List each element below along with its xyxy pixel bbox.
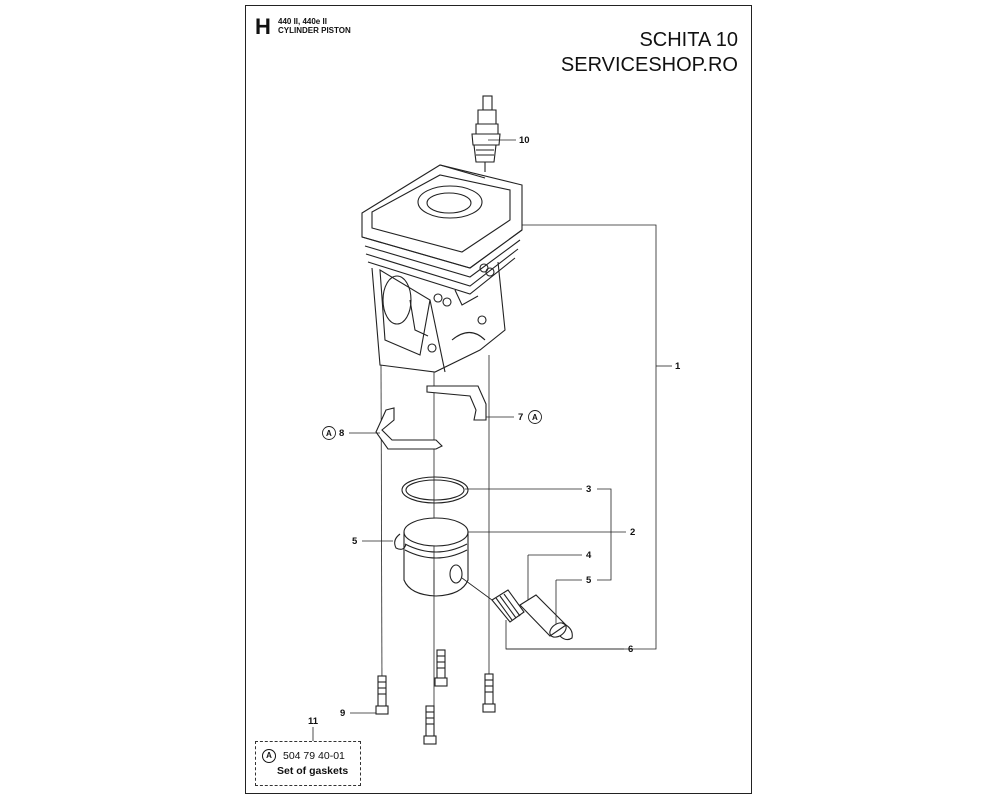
drawing-frame (245, 5, 752, 794)
kit-description: Set of gaskets (277, 765, 349, 777)
callout-10: 10 (519, 135, 530, 146)
piston-ring (401, 476, 469, 504)
section-letter: H (255, 14, 271, 39)
circlip-left (394, 533, 407, 550)
piston (403, 517, 469, 597)
callout-9: 9 (340, 708, 345, 719)
callout-1: 1 (675, 361, 681, 372)
bolt-center-upper (434, 649, 448, 687)
callout-2: 2 (630, 527, 635, 538)
callout-3: 3 (586, 484, 591, 495)
cylinder (361, 164, 523, 373)
callout-7: 7 (518, 412, 523, 423)
bolt-center-lower (423, 705, 437, 745)
shop-label: SERVICESHOP.RO (560, 54, 738, 76)
callout-11: 11 (308, 716, 319, 727)
gasket-kit-box (255, 741, 361, 786)
bracket-8 (375, 407, 443, 450)
spark-plug (471, 95, 501, 172)
needle-bearing (491, 589, 525, 623)
kit-part-number: 504 79 40-01 (283, 750, 345, 762)
model-label: 440 II, 440e II (278, 17, 327, 26)
bolt-right (482, 673, 496, 713)
callout-6: 6 (628, 644, 633, 655)
assembly-title: CYLINDER PISTON (278, 26, 351, 35)
kit-marker-8: A (326, 429, 332, 438)
callout-8: 8 (339, 428, 344, 439)
clip-7 (426, 385, 487, 421)
piston-pin (519, 594, 567, 638)
circlip-right (559, 622, 573, 641)
bolt-left (375, 675, 389, 715)
kit-badge: A (262, 749, 276, 763)
callout-5-right: 5 (586, 575, 592, 586)
kit-marker-7: A (532, 413, 538, 422)
sheet-label: SCHITA 10 (639, 29, 738, 51)
callout-4: 4 (586, 550, 592, 561)
callout-5-left: 5 (352, 536, 358, 547)
